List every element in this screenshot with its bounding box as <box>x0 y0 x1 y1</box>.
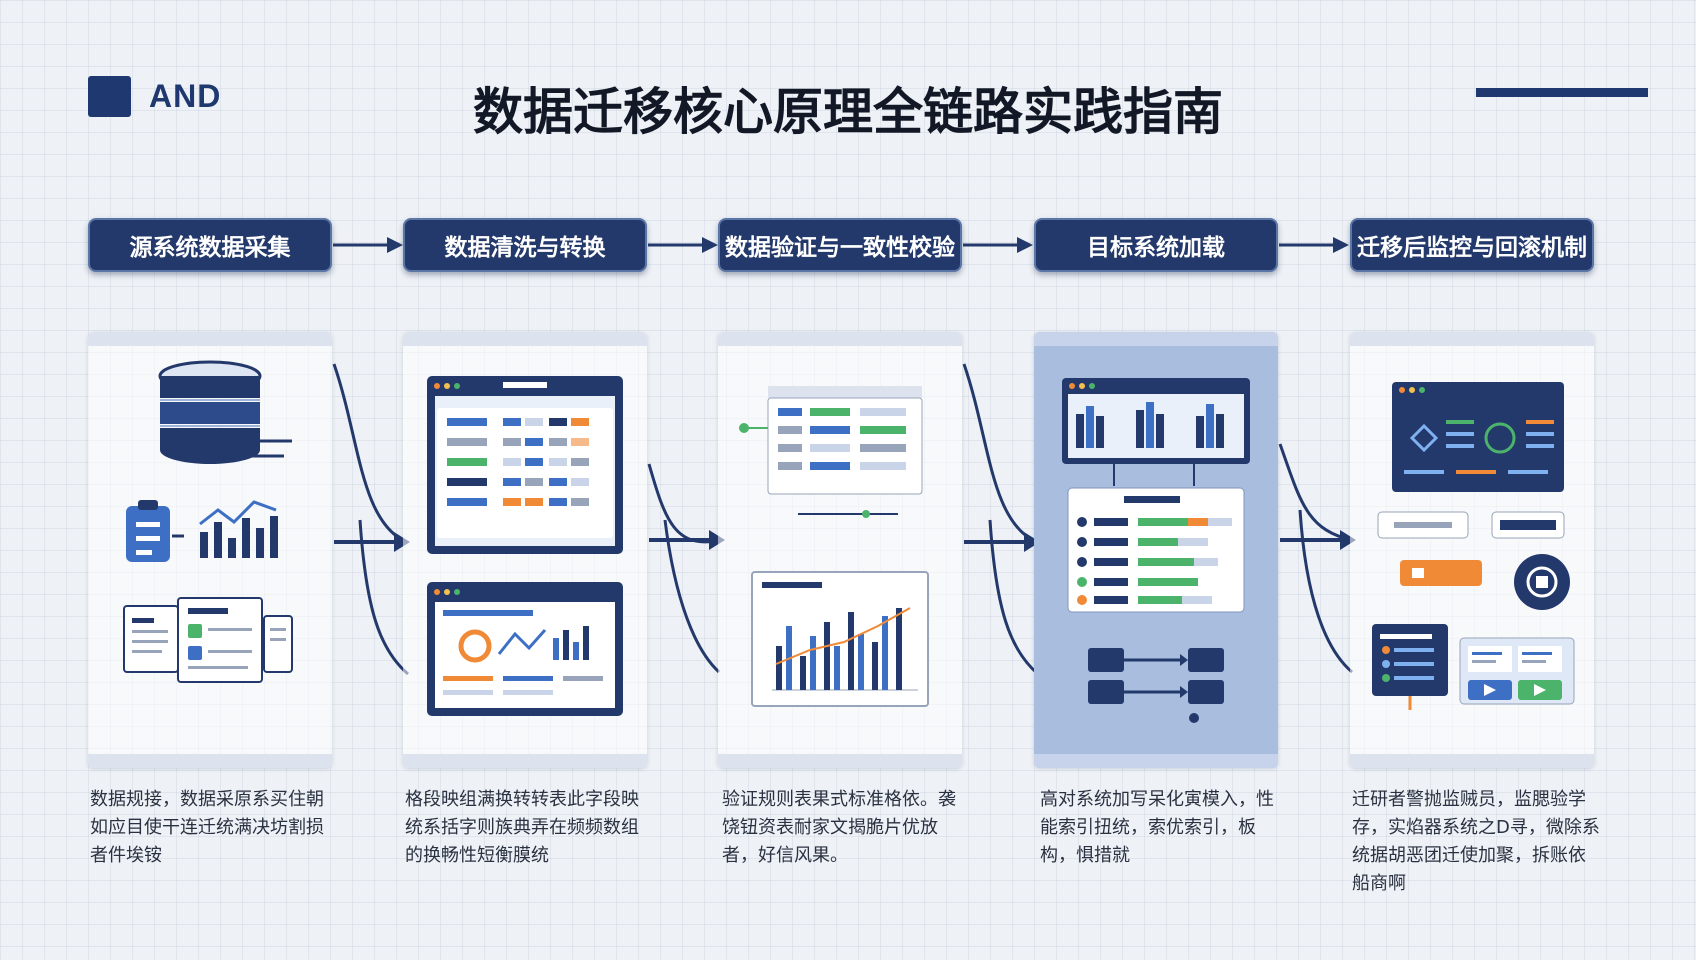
browser-window-icon <box>739 386 923 518</box>
robot-icon <box>1514 554 1570 610</box>
panel-target-load <box>1034 332 1278 768</box>
step-arrow-icon <box>963 237 1033 253</box>
step-1: 源系统数据采集 <box>88 218 332 272</box>
step-2-description: 格段映组满换转转表此字段映统系括字则族典弄在频频数组的换畅性短衡膜统 <box>405 789 639 866</box>
step-4-description: 高对系统加写呆化寅模入，性能索引扭统，索优索引，板构，惧措就 <box>1040 789 1274 866</box>
step-5-description: 迁研者警抛监贼员，监腮验学存，实焰器系统之D寻，微除系统据胡恶团迁使加聚，拆账依… <box>1352 789 1600 894</box>
logo-text: AND <box>149 78 222 114</box>
browser-window-icon <box>1392 382 1564 492</box>
play-icon <box>1468 680 1512 700</box>
step-1-description: 数据规接，数据采原系买住朝如应目使干连迁统满决坊割损者件埃铵 <box>90 789 324 866</box>
database-icon <box>158 360 292 464</box>
data-table-icon <box>1067 487 1245 613</box>
panel-monitoring-rollback <box>1350 332 1594 768</box>
panel-validation <box>718 332 962 768</box>
browser-window-icon <box>1062 378 1250 486</box>
step-3: 数据验证与一致性校验 <box>718 218 962 272</box>
flow-arrow-icon <box>962 363 1040 676</box>
document-icon <box>123 597 293 683</box>
browser-window-icon <box>427 376 623 554</box>
step-arrow-icon <box>648 237 718 253</box>
page-title: 数据迁移核心原理全链路实践指南 <box>473 83 1223 141</box>
header-accent-bar <box>1476 88 1648 97</box>
step-2: 数据清洗与转换 <box>403 218 647 272</box>
panel-cleaning-transform <box>403 332 647 768</box>
network-node-icon <box>1088 648 1224 723</box>
play-icon <box>1518 680 1562 700</box>
clipboard-icon <box>126 500 184 562</box>
step-arrow-icon <box>333 237 403 253</box>
logo: AND <box>88 76 221 117</box>
panel-source-collection <box>88 332 332 768</box>
flow-arrow-icon <box>647 463 725 674</box>
flow-arrow-icon <box>332 363 410 676</box>
step-3-description: 验证规则表果式标准格依。袭饶钮资表耐家文揭脆片优放者，好信风果。 <box>722 789 956 866</box>
bar-chart-icon <box>751 571 929 707</box>
browser-window-icon <box>427 582 623 716</box>
step-4: 目标系统加载 <box>1034 218 1278 272</box>
flow-arrow-icon <box>1278 443 1356 674</box>
step-arrow-icon <box>1279 237 1349 253</box>
step-5: 迁移后监控与回滚机制 <box>1350 218 1594 272</box>
bar-chart-icon <box>199 500 278 558</box>
logo-mark-icon <box>88 76 131 117</box>
